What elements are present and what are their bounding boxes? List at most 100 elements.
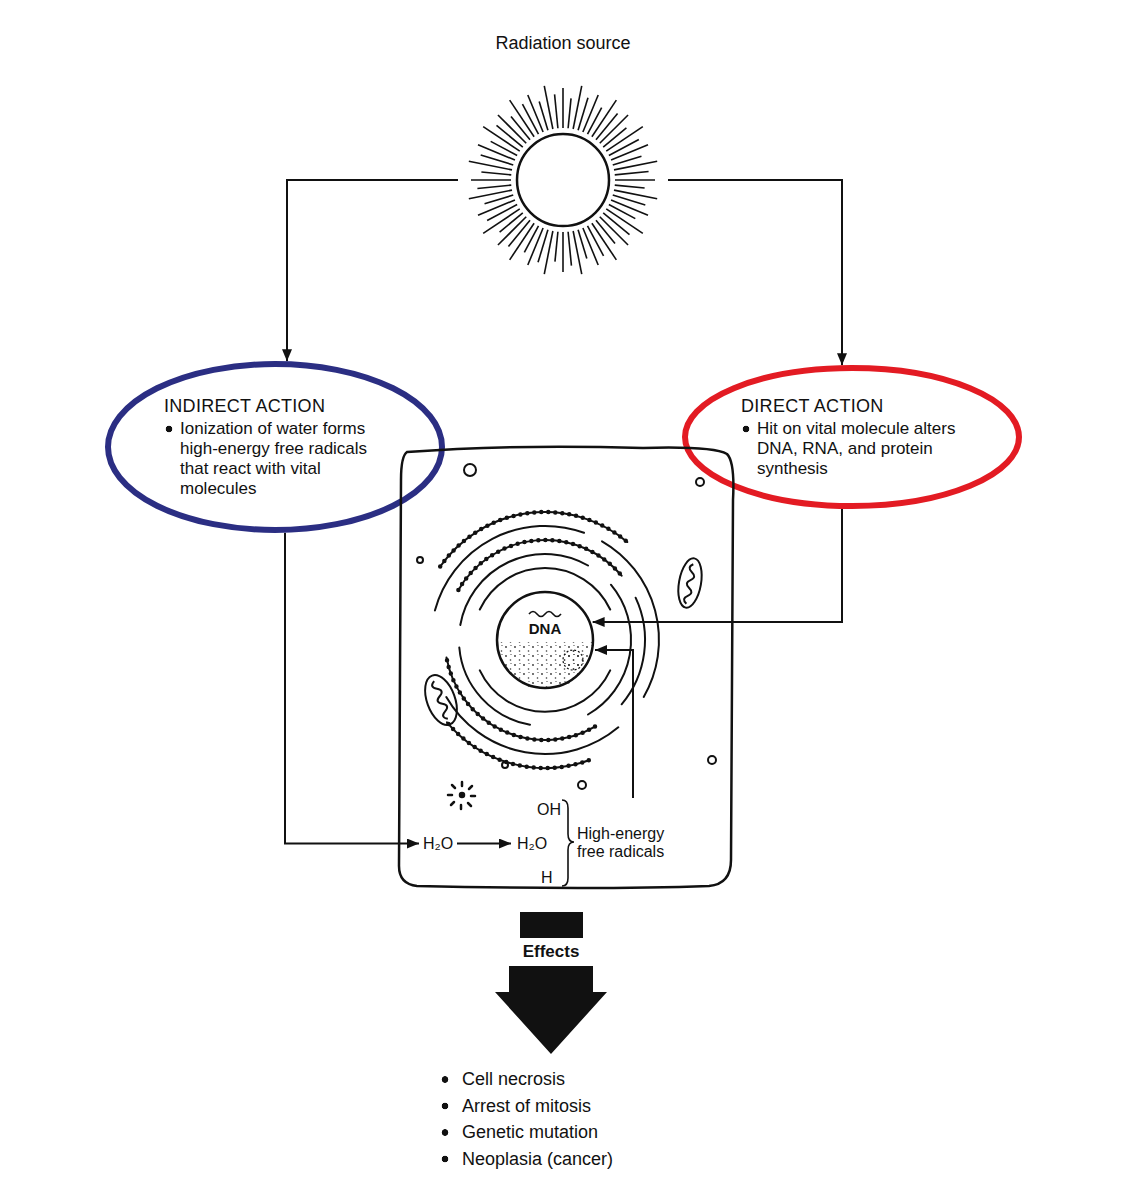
sun-ray <box>583 95 598 132</box>
sun-ray <box>583 228 598 265</box>
sun-ray <box>471 179 511 181</box>
sun-ray <box>555 94 558 128</box>
nuclear-envelope <box>497 592 593 688</box>
sun-ray <box>611 145 648 160</box>
sun-ray <box>596 220 615 243</box>
sun-disc <box>517 134 609 226</box>
vesicle <box>696 478 704 486</box>
vesicle <box>708 756 716 764</box>
chromatin-stipple <box>497 642 593 690</box>
connector-arrow <box>287 180 458 361</box>
effects-label: Effects <box>495 940 607 964</box>
sun-ray <box>544 86 553 129</box>
effects-arrow: Effects <box>495 908 607 1054</box>
mitochondrion <box>675 556 705 609</box>
sun-ray <box>609 205 635 219</box>
cell-outline: DNAH₂OOHH₂OHHigh-energy free radicals <box>393 440 738 892</box>
sun-ray <box>588 108 602 134</box>
endoplasmic-reticulum <box>435 526 584 611</box>
mitochondrion <box>683 564 696 604</box>
sun-ray <box>573 231 582 274</box>
effect-item: Genetic mutation <box>440 1119 613 1146</box>
sun-ray <box>611 200 648 215</box>
sun-ray <box>539 102 548 131</box>
sun-ray <box>615 185 645 188</box>
vesicle <box>417 464 716 789</box>
ribosome-cluster <box>460 793 464 797</box>
mitochondrion <box>431 680 451 720</box>
endoplasmic-reticulum <box>440 512 627 566</box>
nucleolus <box>563 650 583 670</box>
source-label: Radiation source <box>458 32 668 54</box>
vesicle <box>464 464 476 476</box>
ribosome-cluster <box>448 782 475 809</box>
text-block: INDIRECT ACTIONIonization of water forms… <box>164 395 386 499</box>
radiation-source: Radiation source <box>458 32 668 280</box>
sun-ray <box>562 232 564 272</box>
sun-ray <box>478 145 515 160</box>
sun-ray <box>528 95 543 132</box>
sun-ray <box>478 200 515 215</box>
connector-arrow <box>595 650 633 798</box>
er-ribosomes <box>440 512 627 566</box>
nucleus: DNA <box>495 590 595 690</box>
mitochondrion <box>419 671 463 729</box>
sun-ray <box>588 226 604 256</box>
text-block: H₂O <box>423 834 454 853</box>
radical-label: High-energy free radicals <box>577 825 689 861</box>
sun-ray <box>615 179 655 181</box>
sun-ray <box>485 195 514 204</box>
sun-ray <box>568 232 571 266</box>
sun-ray <box>469 190 512 199</box>
er-ribosomes <box>458 540 621 590</box>
text-block: DIRECT ACTIONHit on vital molecule alter… <box>741 395 963 479</box>
sun-ray <box>511 117 530 140</box>
sun-ray <box>477 185 511 188</box>
action-text: Hit on vital molecule alters DNA, RNA, a… <box>741 419 963 479</box>
dna-label: DNA <box>495 620 595 638</box>
action-heading: INDIRECT ACTION <box>164 395 386 417</box>
text-block: Radiation source <box>458 32 668 54</box>
endoplasmic-reticulum <box>480 568 610 609</box>
water-molecule: H₂O <box>423 834 454 853</box>
formula: H₂O <box>423 834 454 853</box>
arrow-head <box>495 966 607 1054</box>
endoplasmic-reticulum <box>447 722 589 768</box>
effects-arrow-shape <box>495 908 607 1054</box>
sun-ray <box>615 172 649 175</box>
sun-ray <box>522 104 538 134</box>
sun-ray <box>487 205 517 221</box>
er-ribosomes <box>447 722 589 768</box>
curly-brace <box>562 800 574 886</box>
sun-ray <box>568 98 571 128</box>
effect-item: Neoplasia (cancer) <box>440 1146 613 1173</box>
radical-formula: OH <box>537 800 561 819</box>
action-heading: DIRECT ACTION <box>741 395 963 417</box>
mitochondrion <box>419 671 463 729</box>
arrow-tail <box>520 912 583 938</box>
dna-helix <box>529 612 561 617</box>
connector-arrow <box>593 509 842 622</box>
connector-arrow <box>668 180 842 365</box>
vesicle <box>578 781 586 789</box>
cell-membrane <box>399 447 733 888</box>
sun-ray <box>500 213 523 232</box>
vesicle <box>502 762 508 768</box>
sun-ray <box>481 172 511 175</box>
sun-ray <box>524 226 538 252</box>
vesicle <box>417 557 423 563</box>
sun-ray <box>603 128 626 147</box>
sun-ray <box>609 139 639 155</box>
free-radicals-group: OHH₂OHHigh-energy free radicals <box>513 798 693 888</box>
effect-item: Cell necrosis <box>440 1066 613 1093</box>
nucleus-shape <box>495 590 595 690</box>
sun-ray <box>562 88 564 128</box>
mitochondrion <box>675 556 705 609</box>
effect-item: Arrest of mitosis <box>440 1093 613 1120</box>
sun-ray <box>614 161 657 170</box>
sun-ray <box>491 141 517 155</box>
sun-ray <box>528 228 543 265</box>
connector-arrow <box>457 843 511 845</box>
sun-ray <box>613 156 642 165</box>
ribosome-cluster <box>448 782 475 809</box>
